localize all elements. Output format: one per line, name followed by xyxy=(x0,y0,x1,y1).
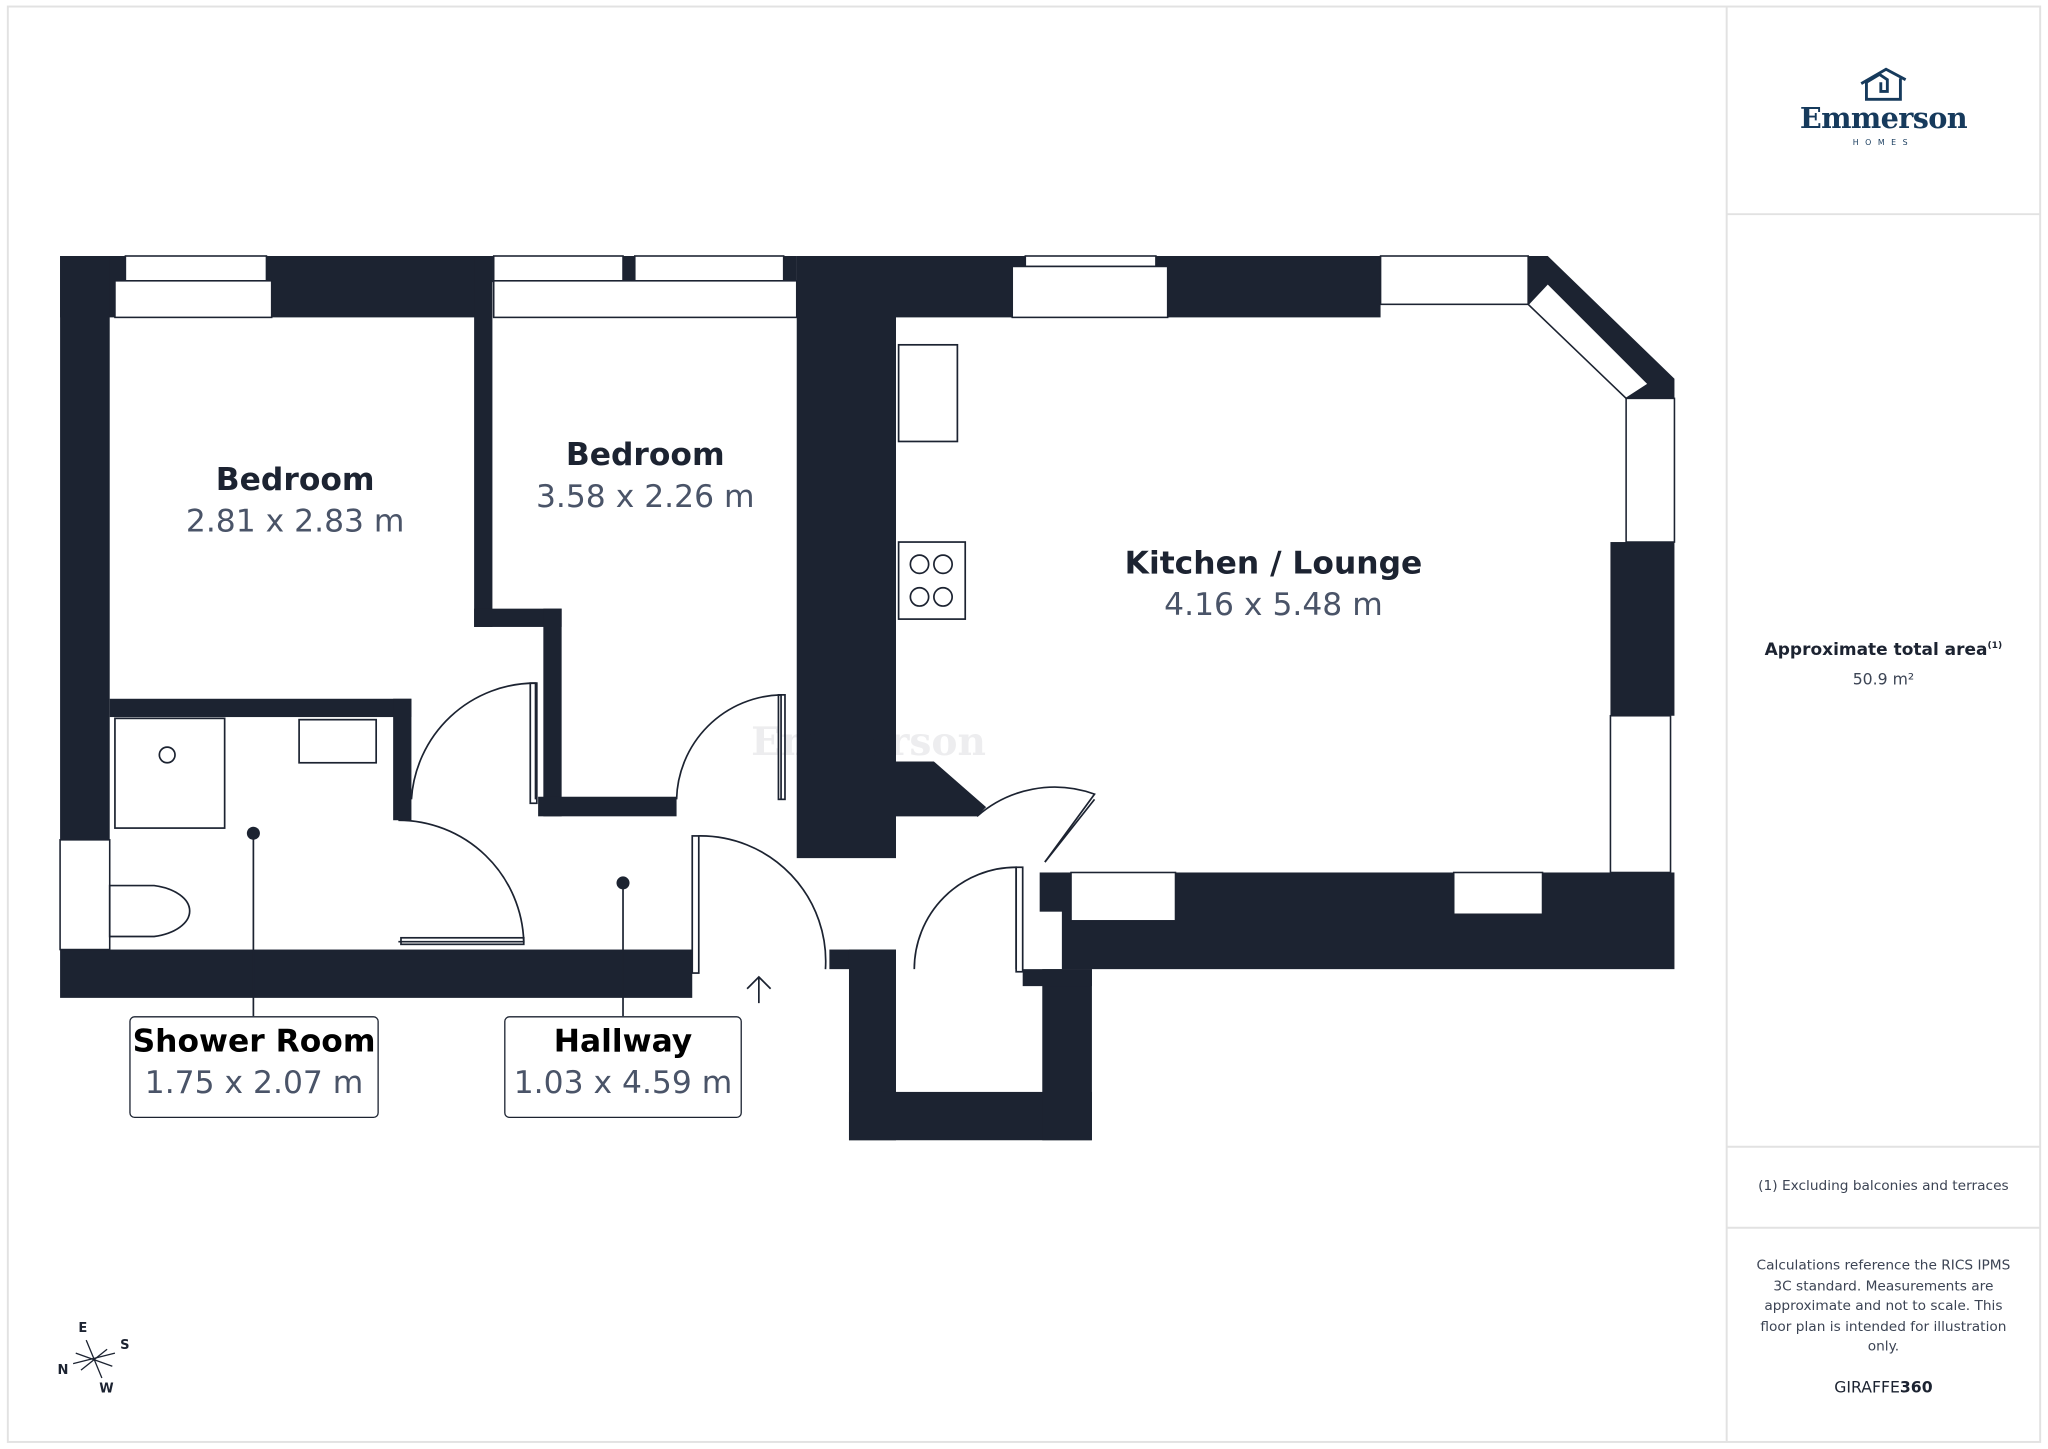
room-dimensions: 3.58 x 2.26 m xyxy=(535,478,755,515)
room-name: Bedroom xyxy=(215,461,375,498)
hob xyxy=(897,541,967,620)
provider-suffix: 360 xyxy=(1899,1377,1933,1397)
footnote-mark: (1) xyxy=(1987,639,2003,651)
room-name: Hallway xyxy=(553,1022,693,1060)
compass-icon xyxy=(72,1339,116,1379)
shower-tray xyxy=(114,717,226,829)
kitchen-sink xyxy=(897,343,959,443)
house-logo-icon xyxy=(1860,67,1907,101)
doors[interactable] xyxy=(398,682,1096,974)
total-area-value: 50.9 m² xyxy=(1852,670,1915,689)
room-label-shower-room: Shower Room 1.75 x 2.07 m xyxy=(129,1016,379,1119)
disclaimer: Calculations reference the RICS IPMS 3C … xyxy=(1756,1257,2011,1355)
room-label-hallway: Hallway 1.03 x 4.59 m xyxy=(504,1016,742,1119)
compass-e: E xyxy=(78,1321,87,1336)
hallway-shower-markers xyxy=(246,826,772,1017)
toilet xyxy=(108,884,191,938)
room-name: Bedroom xyxy=(565,436,725,473)
total-area: Approximate total area(1) 50.9 m² xyxy=(1727,640,2040,689)
shower-drain xyxy=(158,746,176,764)
room-dimensions: 4.16 x 5.48 m xyxy=(1164,586,1383,624)
compass-n: N xyxy=(57,1363,68,1378)
fixtures xyxy=(108,343,967,938)
provider-logo: GIRAFFE360 xyxy=(1727,1378,2040,1396)
page-border xyxy=(6,5,2042,1443)
washbasin xyxy=(298,718,378,764)
brand-subtitle: HOMES xyxy=(1852,138,1915,148)
walls xyxy=(60,255,1675,1141)
room-label-bedroom-1: Bedroom 2.81 x 2.83 m xyxy=(186,461,405,539)
room-label-bedroom-2: Bedroom 3.58 x 2.26 m xyxy=(536,436,755,514)
brand-name: Emmerson xyxy=(1799,101,1968,136)
watermark: Emmerson xyxy=(751,719,986,765)
provider-prefix: GIRAFFE xyxy=(1834,1377,1900,1397)
room-label-kitchen-lounge: Kitchen / Lounge 4.16 x 5.48 m xyxy=(1125,545,1423,623)
total-area-label: Approximate total area xyxy=(1764,640,1988,661)
brand-logo: Emmerson HOMES xyxy=(1727,65,2040,148)
entrance-arrow-icon xyxy=(746,975,772,1004)
room-dimensions: 1.03 x 4.59 m xyxy=(513,1064,733,1102)
room-name: Shower Room xyxy=(132,1022,376,1060)
room-dimensions: 1.75 x 2.07 m xyxy=(144,1064,364,1102)
room-dimensions: 2.81 x 2.83 m xyxy=(185,502,405,540)
compass-s: S xyxy=(120,1338,129,1353)
footnote: (1) Excluding balconies and terraces xyxy=(1758,1178,2009,1194)
room-name: Kitchen / Lounge xyxy=(1124,544,1423,582)
compass-w: W xyxy=(99,1381,113,1396)
